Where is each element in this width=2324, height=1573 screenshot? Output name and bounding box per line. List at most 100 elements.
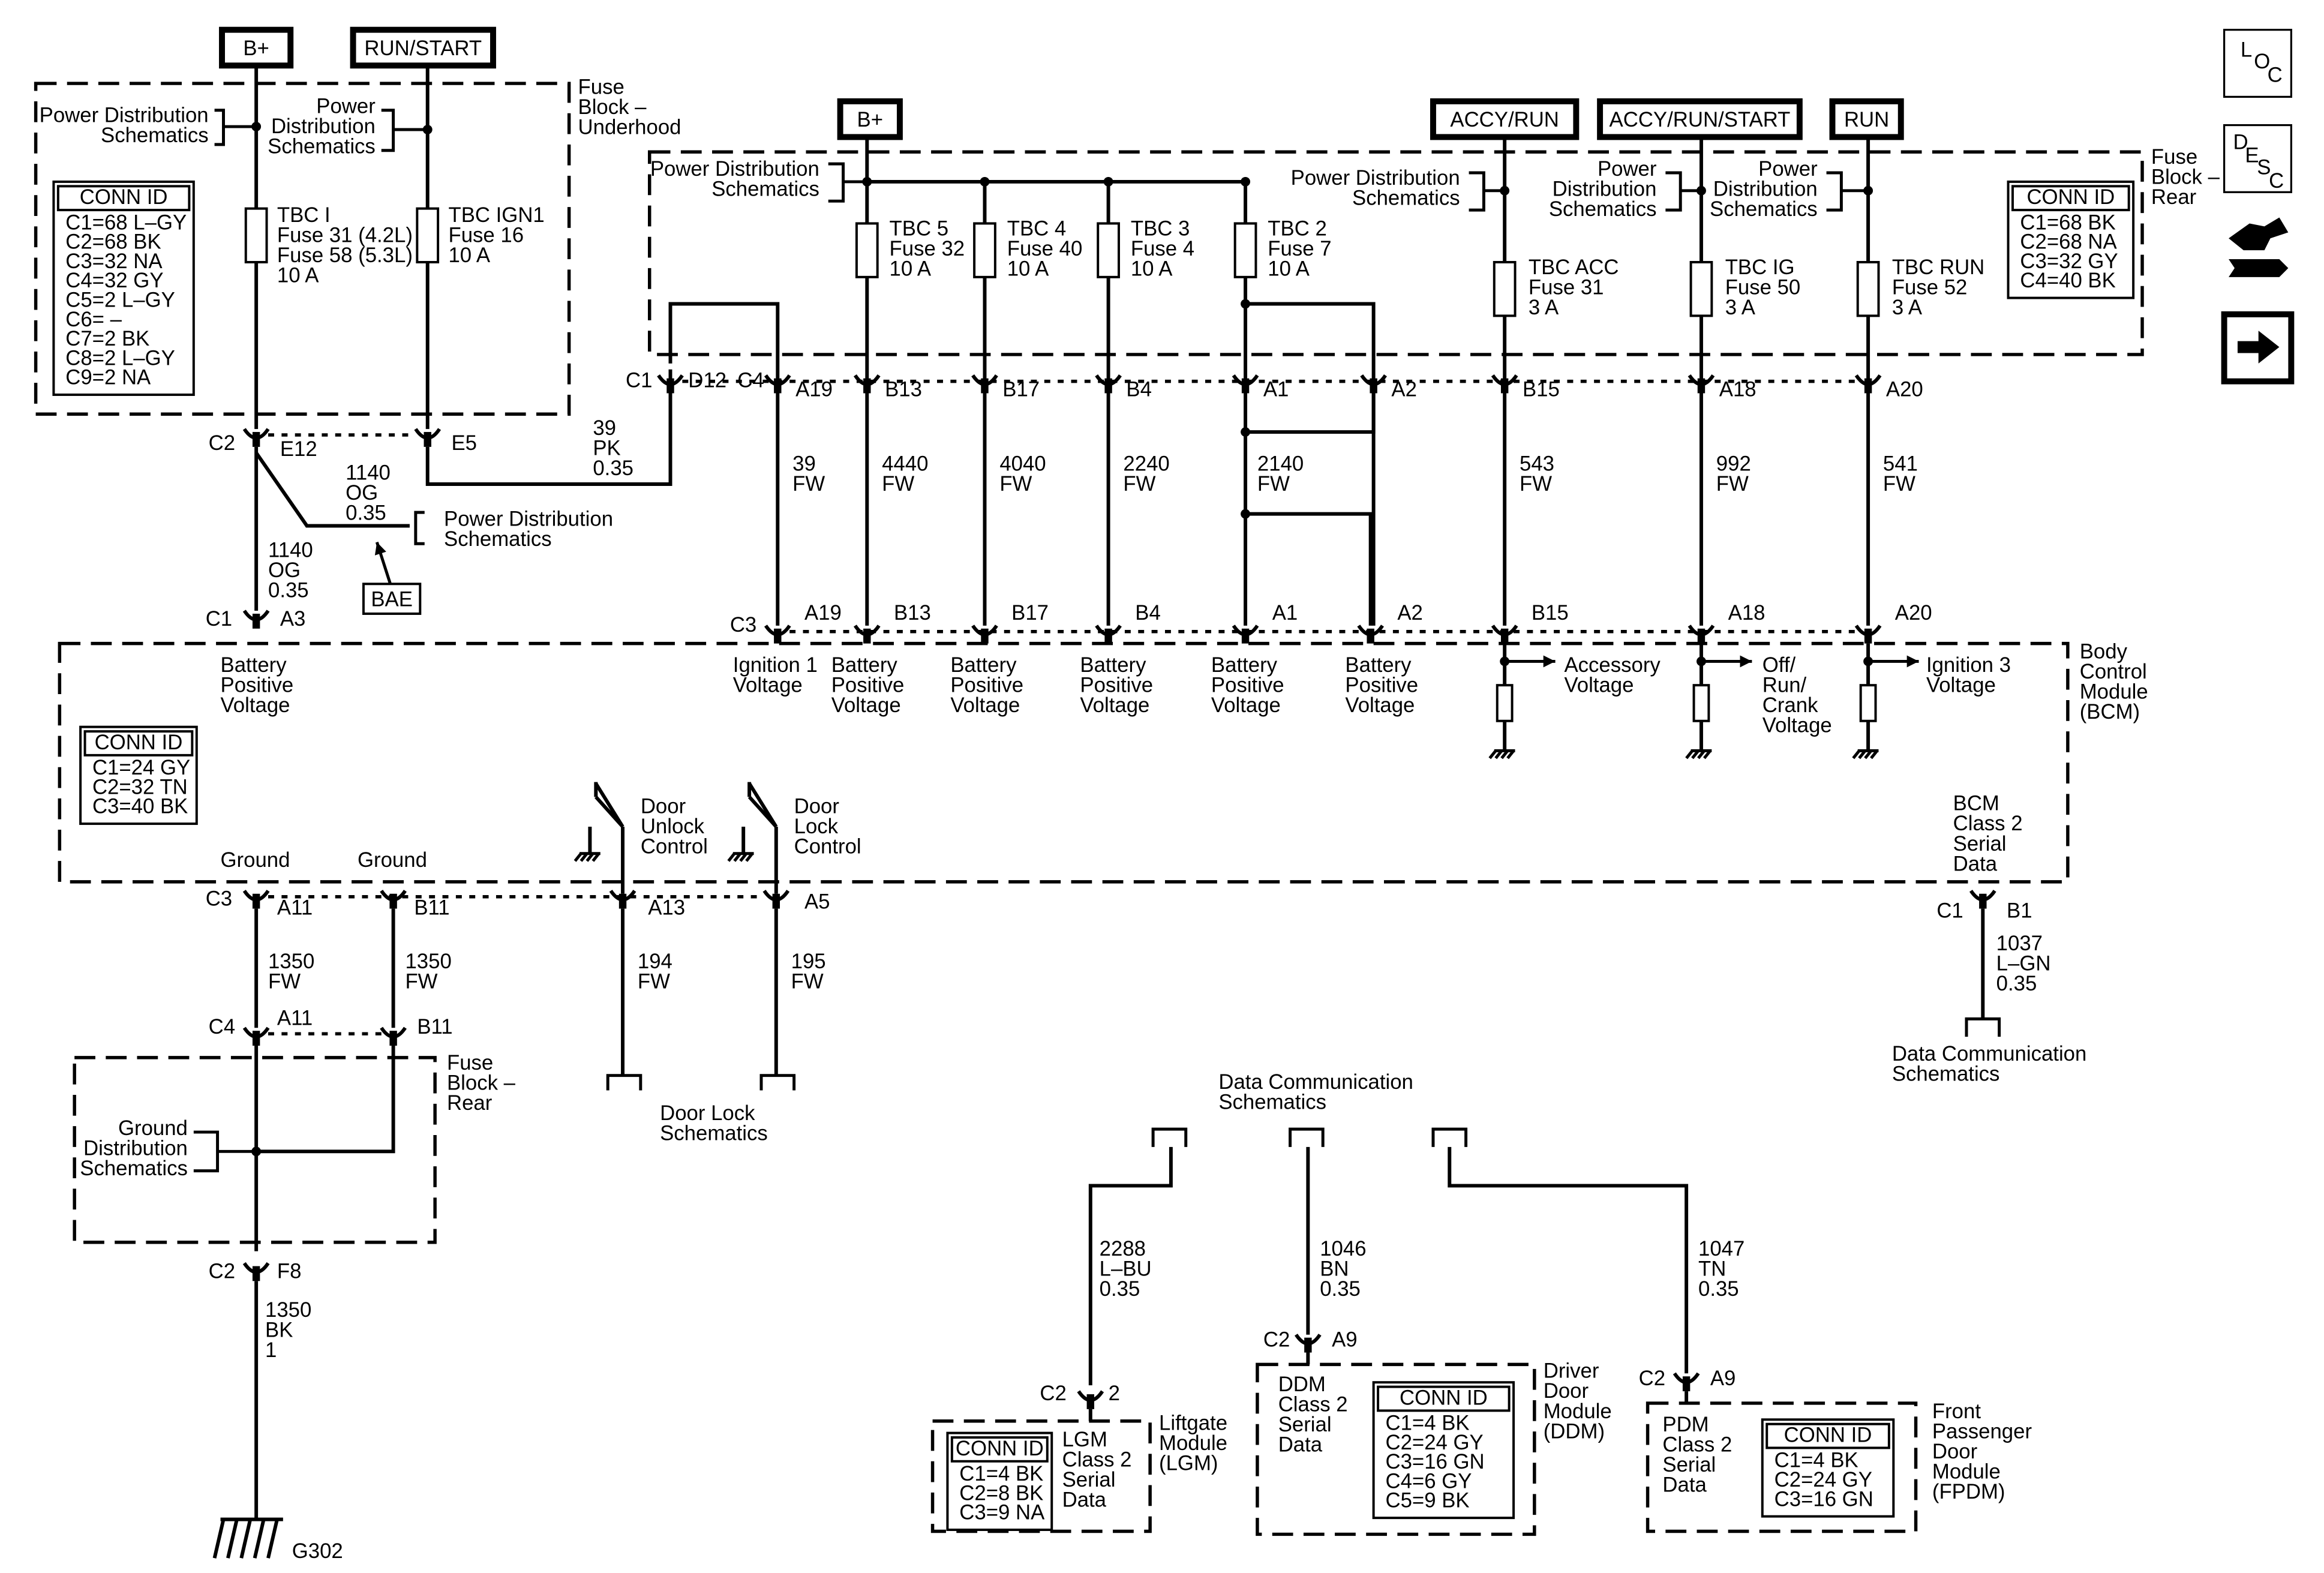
run-box: [1829, 98, 1904, 140]
wire-label-line: FW: [1520, 473, 1552, 496]
bracket-rear-2: [1469, 171, 1485, 212]
bcm-accessory-line: Voltage: [1565, 674, 1634, 697]
fuse-block-rear-lower-title-line: Rear: [447, 1092, 492, 1115]
conn-b1-pin: [1979, 893, 1987, 909]
switch-lock-gnd-hatch: [727, 852, 736, 862]
conn-id-rear-row: C2=68 NA: [2020, 231, 2117, 254]
bcm-ignition1-line: Ignition 1: [733, 654, 818, 677]
door-unlock-label-line: Control: [641, 836, 708, 858]
bracket-mid: [381, 109, 395, 152]
desc-icon-e: E: [2245, 145, 2259, 167]
fuse-block-underhood-title-line: Block –: [578, 96, 647, 119]
fuse-rear-label-line: Fuse 40: [1007, 238, 1083, 260]
data-comm-center-line: Schematics: [1218, 1091, 1326, 1114]
resistor: [1496, 684, 1514, 722]
bcm-ignition3-line: Ignition 3: [1926, 654, 2011, 677]
wire-label-line: 2140: [1257, 453, 1304, 476]
ddm-serial-line: Serial: [1278, 1413, 1332, 1436]
wire-label-line: FW: [792, 473, 825, 496]
bplus-top-box: [219, 26, 294, 69]
conn-lgm-pin: [1086, 1394, 1095, 1409]
label-c4: C4: [737, 370, 764, 392]
fuse-block-underhood-outline: [34, 82, 571, 416]
fuse-rear-ign: [1689, 261, 1713, 317]
ground-res-hatch: [1703, 749, 1712, 760]
wire-label-line: FW: [1883, 473, 1915, 496]
fuse-rear-label-line: Fuse 7: [1268, 238, 1331, 260]
lgm-name-line: (LGM): [1159, 1452, 1218, 1475]
desc-icon-c: C: [2269, 170, 2284, 193]
ground-res-hatch: [1864, 749, 1873, 760]
ddm-name-line: Module: [1544, 1400, 1612, 1423]
conn-id-rear-row: C4=40 BK: [2020, 269, 2115, 292]
wire-1047-label-line: 0.35: [1698, 1278, 1739, 1301]
fuse-rear-ign-label-line: TBC ACC: [1529, 256, 1619, 279]
lgm-name-line: Liftgate: [1159, 1412, 1227, 1435]
conn-id-lgm-header-text: CONN ID: [956, 1437, 1044, 1460]
conn-c4-a11-pin: [252, 1031, 260, 1046]
label-c1-bcm: C1: [206, 608, 232, 631]
wire-1350bk-label-line: BK: [265, 1319, 293, 1341]
bcm-serial-data-line: Data: [1953, 852, 1998, 875]
conn-id-ddm-header-text: CONN ID: [1400, 1386, 1488, 1409]
fuse-block-rear-title-line: Rear: [2151, 186, 2196, 209]
bcm-bat-d-line: Battery: [1211, 654, 1278, 677]
bcm-bat-e-line: Voltage: [1345, 694, 1415, 717]
bcm-bat-a-line: Positive: [831, 674, 905, 697]
bplus-top-box-label: B+: [243, 37, 269, 60]
wire-1046-label-line: 1046: [1320, 1238, 1366, 1260]
wire-2140-upper: [1245, 381, 1376, 434]
conn-top-pin: [1104, 378, 1112, 394]
fuse-rear-label-line: 10 A: [890, 257, 932, 280]
conn-id-underhood-row: C4=32 GY: [65, 269, 163, 292]
fuse-rear-ign-label-line: Fuse 52: [1892, 276, 1968, 299]
g302-hatch: [266, 1518, 279, 1559]
ground-dist-line: Distribution: [83, 1137, 188, 1160]
wire-1350b-label-line: 1350: [405, 950, 451, 973]
g302-hatch: [253, 1518, 266, 1559]
label-c3: C3: [730, 614, 756, 637]
bcm-serial-data-line: Class 2: [1953, 812, 2023, 835]
conn-id-underhood-row: C1=68 L–GY: [65, 211, 187, 234]
power-dist-rear-4-line: Power: [1758, 158, 1818, 181]
conn-a3-pin: [252, 613, 260, 629]
power-dist-mid-line: Distribution: [271, 115, 376, 138]
conn-id-ddm-row: C5=9 BK: [1386, 1490, 1470, 1512]
arrow-sense-head: [1740, 655, 1752, 668]
fuse-rear-ign-label-line: TBC RUN: [1892, 256, 1984, 279]
wire-1140-upper-label-line: 1140: [346, 462, 391, 485]
wire-1140-upper-label-line: 0.35: [346, 502, 386, 525]
fuse-rear-ign: [1856, 261, 1880, 317]
fuse-tbc-i: [244, 207, 268, 263]
conn-id-lgm-row: C1=4 BK: [959, 1463, 1043, 1485]
conn-id-rear-row: C3=32 GY: [2020, 250, 2118, 273]
ddm-outline: [1256, 1362, 1536, 1536]
resistor: [1859, 684, 1877, 722]
label-a11: A11: [277, 897, 313, 920]
fuse-rear-label-line: TBC 4: [1007, 217, 1066, 240]
conn-id-underhood-header: [56, 185, 191, 212]
wire-1037-label-line: 0.35: [1996, 972, 2037, 995]
label-ddm-c2: C2: [1263, 1329, 1290, 1352]
door-unlock-label-line: Door: [641, 795, 686, 818]
bcm-bat-c-line: Voltage: [1080, 694, 1149, 717]
